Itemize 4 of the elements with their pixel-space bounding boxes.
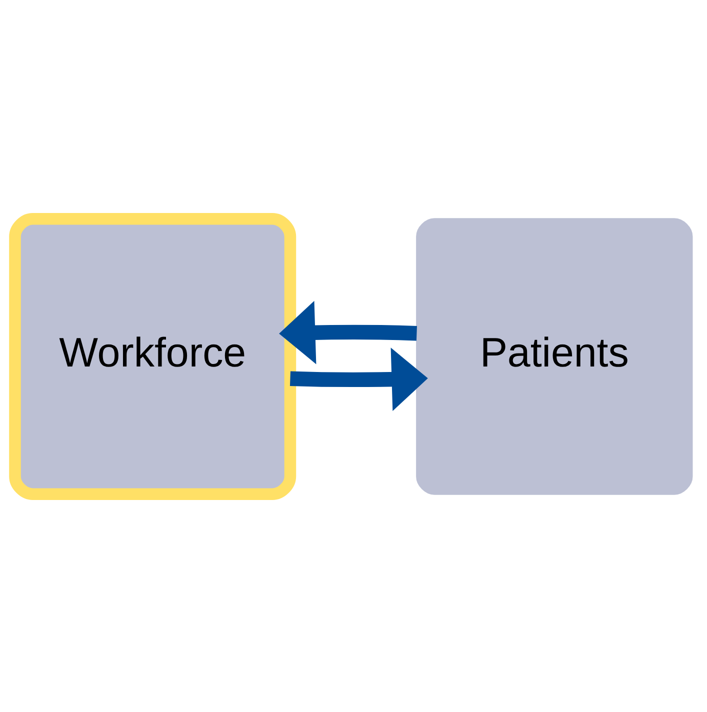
node-box: Workforce <box>9 212 296 500</box>
node-box: Patients <box>416 218 693 494</box>
arrow <box>290 347 428 410</box>
arrow <box>279 300 417 364</box>
